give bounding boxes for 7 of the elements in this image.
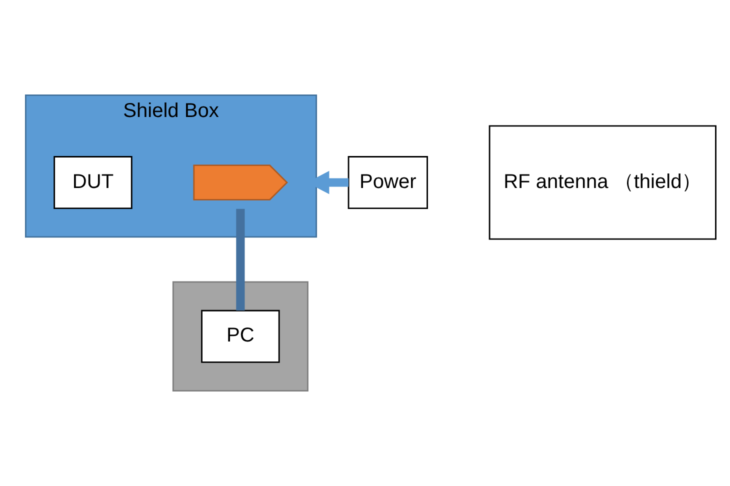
node-box: RF antenna （thield） — [488, 125, 716, 240]
cluster — [172, 281, 308, 392]
node-pentagon — [193, 164, 288, 200]
node-box: PC — [201, 310, 280, 363]
node-box: DUT — [54, 156, 132, 209]
connector — [236, 208, 245, 310]
node-box: Power — [348, 156, 428, 209]
